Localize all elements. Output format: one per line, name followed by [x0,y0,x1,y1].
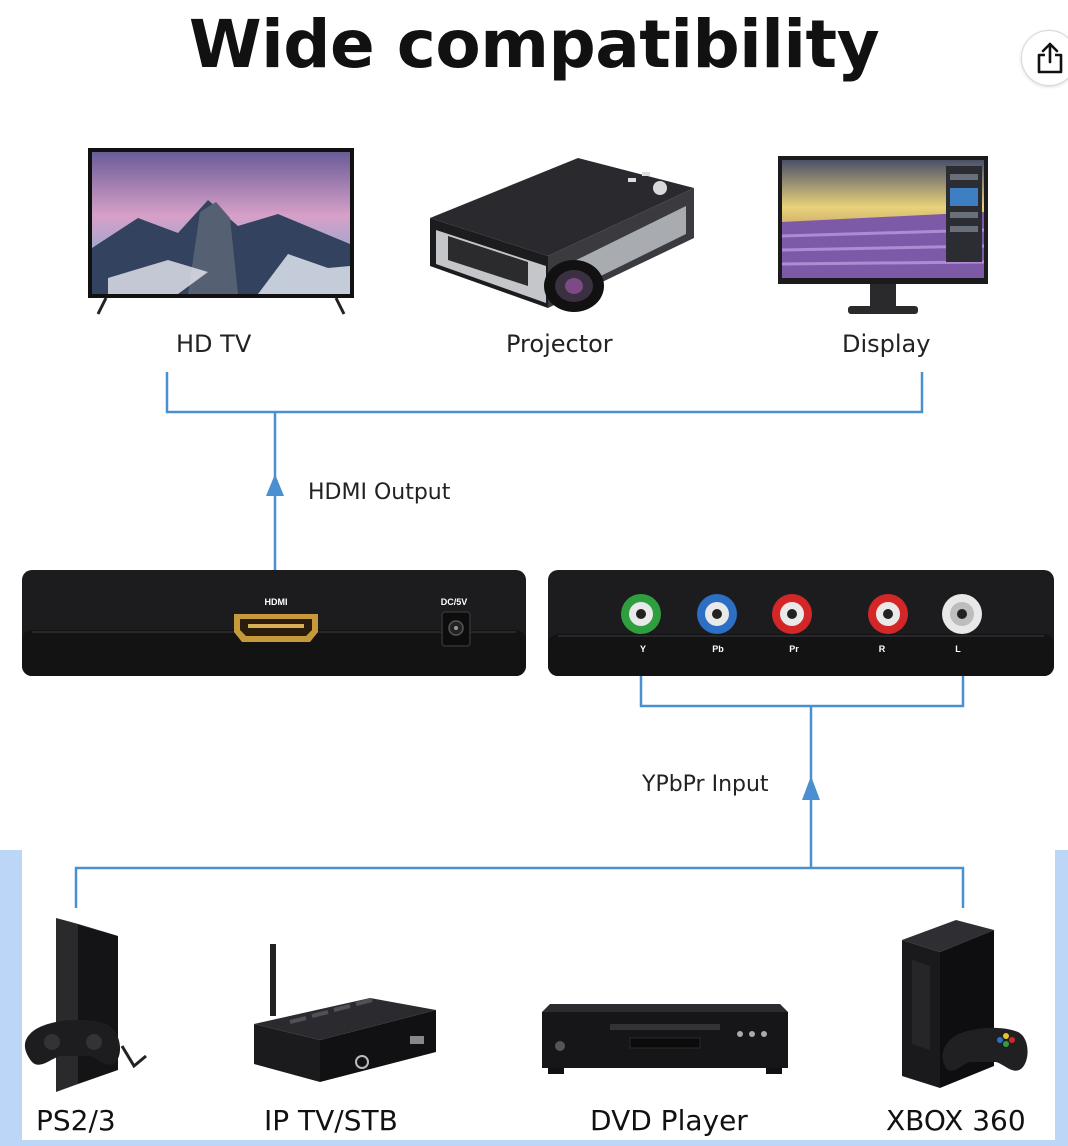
port-label-r: R [879,644,886,654]
converter-back-panel: Y Pb Pr R L [548,570,1054,676]
rca-port-y [621,594,661,634]
rca-port-l [942,594,982,634]
page-title: Wide compatibility [188,6,880,83]
selection-highlight-right [1055,850,1068,1146]
hdmi-port [234,614,318,642]
hdmi-port-label: HDMI [265,597,288,607]
ps2-console-icon [24,918,147,1092]
input-device-label-dvd-player: DVD Player [590,1104,748,1137]
dc5v-port-label: DC/5V [441,597,468,607]
input-device-label-xbox-360: XBOX 360 [886,1104,1026,1137]
rca-port-r [868,594,908,634]
hdmi-output-label: HDMI Output [308,480,451,505]
output-device-label-projector: Projector [506,330,613,358]
port-label-l: L [955,644,961,654]
rca-port-pr [772,594,812,634]
share-icon [1037,42,1063,74]
share-button[interactable] [1021,30,1068,86]
dvd-player-icon [542,1004,788,1074]
output-device-label-display: Display [842,330,931,358]
set-top-box-icon [254,944,436,1082]
ypbpr-input-label: YPbPr Input [642,772,769,797]
dc-power-port [441,611,471,647]
port-label-y: Y [640,644,646,654]
converter-front-panel: HDMI DC/5V [22,570,526,676]
port-label-pb: Pb [712,644,724,654]
port-label-pr: Pr [789,644,799,654]
input-device-label-ip-tv-stb: IP TV/STB [264,1104,398,1137]
output-device-label-hd-tv: HD TV [176,330,252,358]
hd-tv-icon [88,148,354,315]
input-device-label-ps2-3: PS2/3 [36,1104,116,1137]
selection-highlight-bottom [0,1140,1068,1146]
xbox-360-icon [902,920,1028,1088]
monitor-display-icon [778,156,988,314]
selection-highlight-left [0,850,22,1146]
rca-port-pb [697,594,737,634]
projector-icon [430,158,694,312]
